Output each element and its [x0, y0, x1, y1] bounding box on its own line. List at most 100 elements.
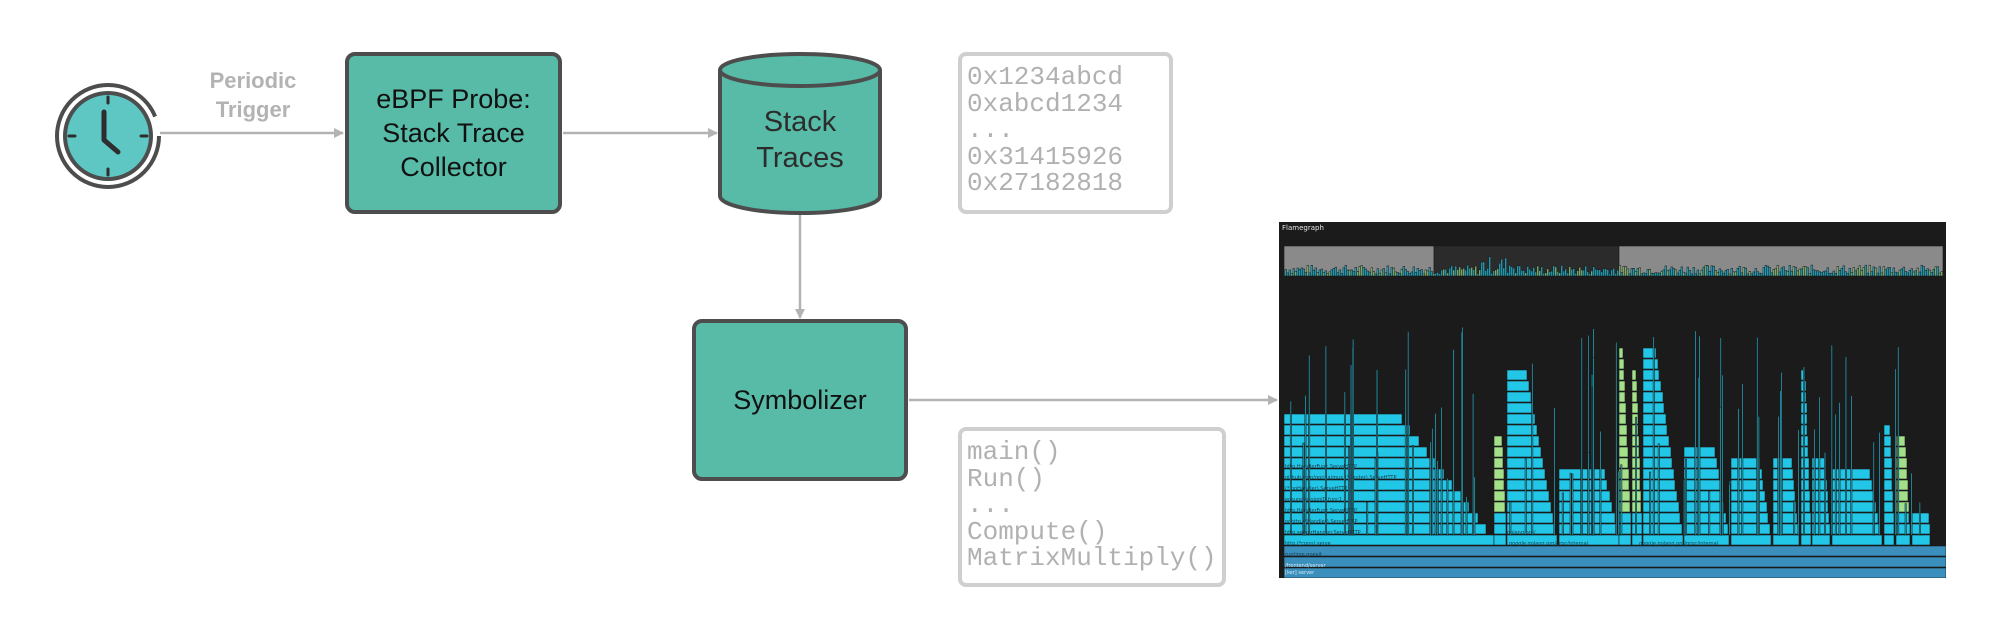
flame-frame: [1506, 435, 1540, 447]
timeline-bar: [1902, 266, 1905, 277]
flamegraph-image: Flamegraph http.HandlerFunc.ServeHTTP gi…: [1279, 222, 1946, 578]
flame-frame-label: golang.org/: [1507, 530, 1536, 536]
timeline-bar: [1862, 267, 1865, 277]
timeline-bar: [1352, 271, 1355, 277]
timeline-bar: [1486, 268, 1489, 277]
timeline-bar: [1690, 273, 1693, 277]
timeline-bar: [1500, 258, 1503, 277]
flame-frame-label: google.golang.org/grpc/internal: [1509, 541, 1589, 547]
timeline-bar: [1314, 267, 1317, 277]
flame-spike: [1685, 458, 1687, 536]
timeline-bar: [1336, 272, 1339, 277]
timeline-bar: [1818, 271, 1821, 277]
timeline-bar: [1586, 271, 1589, 277]
timeline-bar: [1582, 269, 1585, 277]
timeline-bar: [1560, 265, 1563, 277]
timeline-bar: [1702, 266, 1705, 277]
flame-frame: [1772, 534, 1800, 546]
flamegraph-title: Flamegraph: [1282, 224, 1324, 232]
flame-frame: [1618, 391, 1626, 403]
flame-frame: [1506, 380, 1530, 392]
timeline-bar: [1756, 271, 1759, 277]
timeline-bar: [1506, 272, 1509, 277]
timeline-bar: [1412, 266, 1415, 277]
flame-frame: [1558, 490, 1611, 502]
timeline-bar: [1576, 270, 1579, 277]
flame-frame-label: http.HandlerFunc.ServeHTTP: [1285, 508, 1357, 514]
timeline-bar: [1410, 271, 1413, 277]
flame-frame: [1618, 380, 1626, 392]
timeline-bar: [1882, 266, 1885, 277]
timeline-bar: [1734, 271, 1737, 277]
timeline-bar: [1644, 273, 1647, 277]
timeline-bar: [1740, 272, 1743, 277]
flame-frame: [1730, 479, 1764, 491]
timeline-bar: [1792, 266, 1795, 277]
flame-frame: [1506, 424, 1538, 436]
timeline-bar: [1754, 268, 1757, 277]
timeline-bar: [1678, 269, 1681, 277]
flame-spike: [1904, 503, 1907, 536]
timeline-bar: [1648, 268, 1651, 277]
timeline-bar: [1616, 269, 1619, 277]
flame-spike: [1813, 428, 1816, 536]
flame-frame: [1506, 391, 1532, 403]
timeline-bar: [1922, 266, 1925, 277]
timeline-bar: [1824, 270, 1827, 277]
flame-spike: [1524, 458, 1527, 536]
flame-frame: [1642, 501, 1680, 513]
timeline-bar: [1748, 271, 1751, 277]
timeline-bar: [1726, 269, 1729, 277]
timeline-bar: [1470, 266, 1473, 277]
timeline-bar: [1388, 273, 1391, 277]
timeline-bar: [1564, 268, 1567, 277]
flame-spike: [1617, 471, 1620, 536]
timeline-bar: [1306, 265, 1309, 277]
timeline-bar: [1668, 269, 1671, 277]
flame-spike: [1818, 396, 1821, 536]
flame-spike: [1793, 500, 1796, 536]
flame-frame: [1493, 523, 1507, 535]
flame-spike: [1649, 471, 1652, 536]
flame-frame: [1730, 490, 1766, 502]
timeline-bar: [1918, 271, 1921, 277]
timeline-bar: [1890, 272, 1893, 277]
timeline-bar: [1300, 267, 1303, 277]
timeline-bar: [1622, 266, 1625, 277]
timeline-bar: [1346, 269, 1349, 277]
flame-spike: [1569, 472, 1572, 536]
timeline-bar: [1652, 272, 1655, 277]
flame-frame: [1831, 490, 1875, 502]
timeline-bar: [1892, 267, 1895, 277]
timeline-bar: [1768, 267, 1771, 277]
timeline-bar: [1620, 272, 1623, 277]
flame-spike: [1894, 368, 1897, 536]
timeline-bar: [1794, 266, 1797, 277]
timeline-bar: [1674, 269, 1677, 277]
timeline-bar: [1532, 267, 1535, 277]
flame-frame: [1642, 523, 1683, 535]
timeline-bar: [1836, 266, 1839, 277]
flame-frame: [1683, 457, 1718, 469]
timeline-bar: [1350, 269, 1353, 277]
flame-frame: [1493, 435, 1503, 447]
flame-frame: [1506, 479, 1548, 491]
address-line: 0x31415926: [967, 141, 1124, 172]
flame-spike: [1615, 341, 1618, 536]
timeline-bar: [1844, 271, 1847, 277]
flame-frame: [1493, 490, 1506, 502]
stack-traces-label: Stack Traces: [756, 106, 844, 174]
flame-frame: [1800, 534, 1812, 546]
flame-frame-label: /frontend/server: [1285, 563, 1326, 569]
flame-spike: [1694, 330, 1697, 536]
flame-spike: [1830, 344, 1833, 536]
timeline-bar: [1884, 269, 1887, 277]
timeline-bar: [1368, 271, 1371, 277]
flame-spike: [1838, 402, 1841, 536]
flame-spike: [1352, 338, 1354, 536]
clock-icon: [55, 83, 161, 189]
timeline-bar: [1406, 271, 1409, 277]
timeline-bar: [1604, 268, 1607, 277]
timeline-bar: [1894, 271, 1897, 277]
